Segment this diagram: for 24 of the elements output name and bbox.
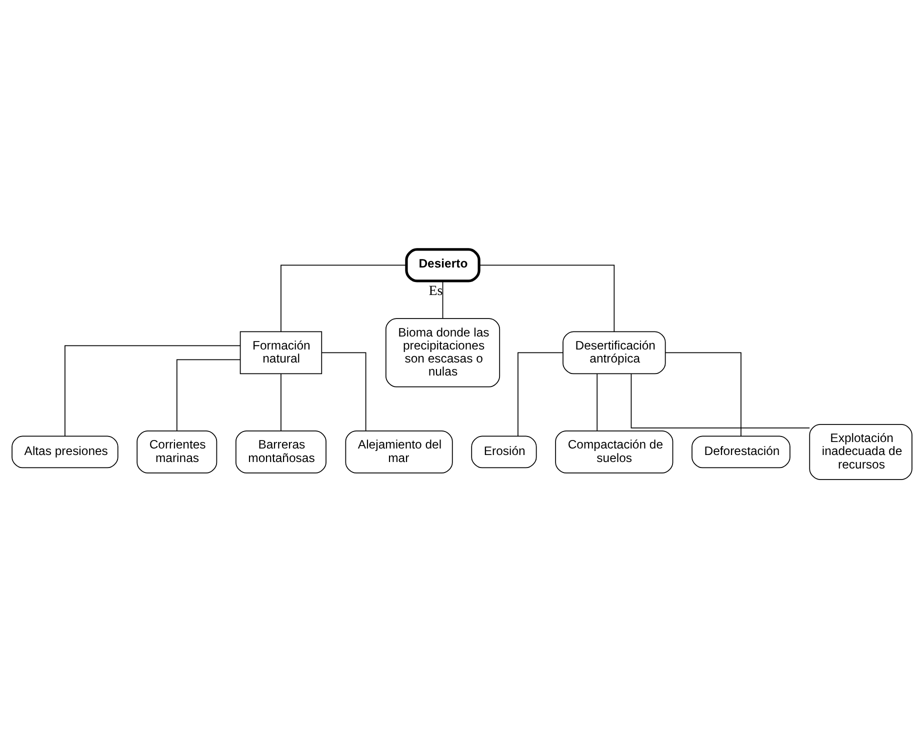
node-box: Bioma donde las precipitaciones son escasas o nulas [385, 318, 500, 388]
node-box: Altas presiones [12, 436, 118, 468]
node-box: Explotación inadecuada de recursos [809, 424, 912, 480]
connector [280, 264, 407, 332]
connector [596, 373, 598, 432]
edge-label: Es [428, 284, 443, 300]
node-box: Erosión [471, 436, 537, 468]
connector [664, 352, 742, 436]
connector [64, 345, 241, 436]
node-box: Compactación de suelos [555, 430, 674, 474]
connector [630, 374, 810, 428]
connector [280, 373, 282, 432]
node-box: Barreras montañosas [236, 430, 326, 474]
node-box: Desierto [405, 248, 480, 282]
connector [176, 359, 241, 432]
connector [442, 280, 444, 319]
node-box: Alejamiento del mar [345, 430, 453, 474]
node-box: Corrientes marinas [136, 430, 218, 474]
connector [321, 352, 366, 432]
connector [518, 352, 564, 436]
node-box: Deforestación [692, 436, 790, 468]
node-box: Desertificación antrópica [562, 331, 666, 374]
node-box: Formación natural [240, 331, 322, 374]
connector [478, 264, 615, 332]
